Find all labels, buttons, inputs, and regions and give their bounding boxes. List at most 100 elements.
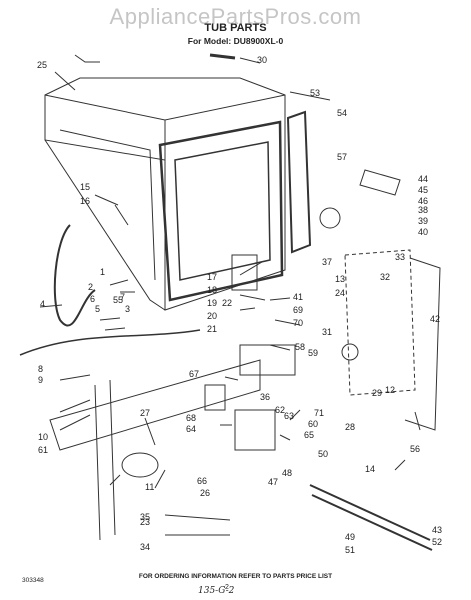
callout-71: 71 xyxy=(314,408,324,418)
callout-41: 41 xyxy=(293,292,303,302)
right-support xyxy=(404,257,441,431)
doc-number: 303348 xyxy=(22,577,44,584)
callout-19: 19 xyxy=(207,298,217,308)
callout-53: 53 xyxy=(310,88,320,98)
callout-23: 23 xyxy=(140,517,150,527)
callout-47: 47 xyxy=(268,477,278,487)
callout-51: 51 xyxy=(345,545,355,555)
callout-65: 65 xyxy=(304,430,314,440)
tub-top-edge xyxy=(44,94,286,121)
callout-34: 34 xyxy=(140,542,150,552)
callout-6: 6 xyxy=(90,294,95,304)
callout-69: 69 xyxy=(293,305,303,315)
drain-hose xyxy=(19,329,201,356)
float-cap xyxy=(319,207,341,229)
callout-36: 36 xyxy=(260,392,270,402)
valve-body xyxy=(121,452,159,478)
leader-lines xyxy=(39,57,421,536)
callout-33: 33 xyxy=(395,252,405,262)
callout-40: 40 xyxy=(418,227,428,237)
callout-27: 27 xyxy=(140,408,150,418)
callout-8: 8 xyxy=(38,364,43,374)
callout-64: 64 xyxy=(186,424,196,434)
callout-56: 56 xyxy=(410,444,420,454)
callout-15: 15 xyxy=(80,182,90,192)
bracket-44 xyxy=(359,169,401,196)
door-gasket-inner xyxy=(174,141,271,281)
callout-61: 61 xyxy=(38,445,48,455)
callout-10: 10 xyxy=(38,432,48,442)
switch-block xyxy=(204,384,226,411)
callout-5: 5 xyxy=(95,304,100,314)
model-line: For Model: DU8900XL-0 xyxy=(187,36,284,46)
callout-18: 18 xyxy=(207,285,217,295)
side-bracket xyxy=(344,249,416,396)
callout-43: 43 xyxy=(432,525,442,535)
callout-44: 44 xyxy=(418,174,428,184)
callout-13: 13 xyxy=(335,274,345,284)
callout-66: 66 xyxy=(197,476,207,486)
callout-45: 45 xyxy=(418,185,428,195)
side-gasket xyxy=(286,110,312,254)
callout-50: 50 xyxy=(318,449,328,459)
callout-35: 35 xyxy=(140,512,150,522)
callout-7: 7 xyxy=(120,292,125,302)
callout-48: 48 xyxy=(282,468,292,478)
door-gasket xyxy=(158,120,284,302)
page-title: TUB PARTS xyxy=(204,22,267,34)
callout-16: 16 xyxy=(80,196,90,206)
callout-30: 30 xyxy=(257,55,267,65)
page-number: 2 xyxy=(225,584,229,591)
motor-block xyxy=(239,344,296,376)
callout-38: 38 xyxy=(418,205,428,215)
callout-14: 14 xyxy=(365,464,375,474)
callout-20: 20 xyxy=(207,311,217,321)
right-rail xyxy=(309,484,433,551)
callout-12: 12 xyxy=(385,385,395,395)
callout-60: 60 xyxy=(308,419,318,429)
watermark: AppliancePartsPros.com xyxy=(109,4,362,29)
callout-54: 54 xyxy=(337,108,347,118)
callout-68: 68 xyxy=(186,413,196,423)
callout-42: 42 xyxy=(430,314,440,324)
callout-59: 59 xyxy=(308,348,318,358)
callout-62: 62 xyxy=(275,405,285,415)
latch-30 xyxy=(209,53,236,60)
callout-31: 31 xyxy=(322,327,332,337)
callout-2: 2 xyxy=(88,282,93,292)
callout-67: 67 xyxy=(189,369,199,379)
pump-hub xyxy=(341,343,359,361)
callout-22: 22 xyxy=(222,298,232,308)
callout-25: 25 xyxy=(37,60,47,70)
callout-37: 37 xyxy=(322,257,332,267)
tub-shell xyxy=(44,77,286,311)
left-leg xyxy=(94,379,116,541)
top-strap xyxy=(74,54,100,63)
callout-1: 1 xyxy=(100,267,105,277)
callout-28: 28 xyxy=(345,422,355,432)
callout-70: 70 xyxy=(293,318,303,328)
callout-9: 9 xyxy=(38,375,43,385)
tub-inner-left xyxy=(59,129,156,281)
callout-46: 46 xyxy=(418,196,428,206)
module-17 xyxy=(231,254,258,291)
callout-55: 55 xyxy=(113,295,123,305)
timer-block xyxy=(234,409,276,451)
ordering-note: FOR ORDERING INFORMATION REFER TO PARTS … xyxy=(138,573,333,580)
callout-21: 21 xyxy=(207,324,217,334)
callout-63: 63 xyxy=(284,411,294,421)
callout-57: 57 xyxy=(337,152,347,162)
tub-left-side xyxy=(44,95,166,311)
callout-26: 26 xyxy=(200,488,210,498)
callout-52: 52 xyxy=(432,537,442,547)
handwritten-code: 135-G-2 xyxy=(198,586,235,596)
callout-29: 29 xyxy=(372,388,382,398)
callout-11: 11 xyxy=(145,482,154,492)
callout-3: 3 xyxy=(125,304,130,314)
base-frame xyxy=(49,359,261,451)
callout-4: 4 xyxy=(40,299,45,309)
callout-17: 17 xyxy=(207,272,217,282)
callout-49: 49 xyxy=(345,532,355,542)
callout-58: 58 xyxy=(295,342,305,352)
